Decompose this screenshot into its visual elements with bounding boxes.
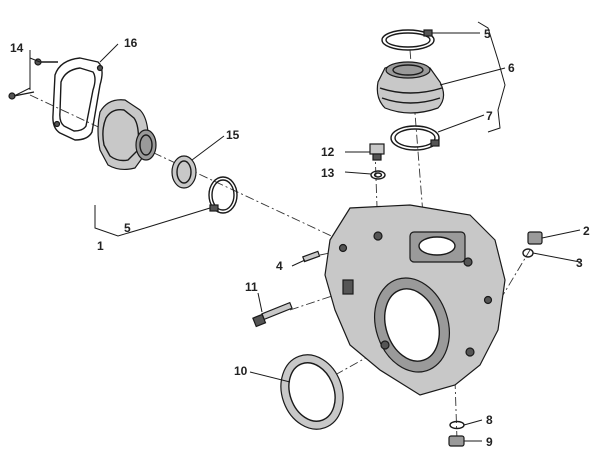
callout-9: 9: [486, 435, 493, 449]
callout-2: 2: [583, 224, 590, 238]
callout-12: 12: [321, 145, 335, 159]
ring-15: [171, 155, 197, 189]
screw-14: [8, 58, 58, 100]
clamp-5-left: [208, 176, 238, 214]
gearbox-housing: [324, 204, 506, 396]
callout-15: 15: [226, 128, 240, 142]
callout-14: 14: [10, 41, 24, 55]
callout-8: 8: [486, 413, 493, 427]
callout-3: 3: [576, 256, 583, 270]
clamp-7: [390, 125, 440, 151]
plug-9: [448, 435, 465, 447]
callout-6: 6: [508, 61, 515, 75]
bellows-6: [376, 61, 445, 114]
washer-13: [370, 170, 386, 180]
clamp-5-top: [381, 29, 435, 51]
plug-2: [527, 231, 543, 245]
leader-lines: [13, 21, 581, 442]
callout-1: 1: [97, 239, 104, 253]
callout-16: 16: [124, 36, 138, 50]
callout-10: 10: [234, 364, 248, 378]
callout-11: 11: [245, 280, 258, 294]
pin-4: [302, 250, 321, 263]
callouts: 14 16 15 5 1 5 6 7 12 13 2 3 4 11 10 8 9: [10, 27, 590, 449]
callout-4: 4: [276, 259, 283, 273]
bolt-11: [252, 301, 293, 328]
callout-5-top: 5: [484, 27, 491, 41]
boot-1: [97, 99, 157, 171]
fitting-12: [369, 143, 385, 161]
callout-7: 7: [486, 109, 493, 123]
callout-5-left: 5: [124, 221, 131, 235]
callout-13: 13: [321, 166, 335, 180]
gasket-16: [52, 57, 104, 141]
seal-10: [280, 354, 344, 430]
